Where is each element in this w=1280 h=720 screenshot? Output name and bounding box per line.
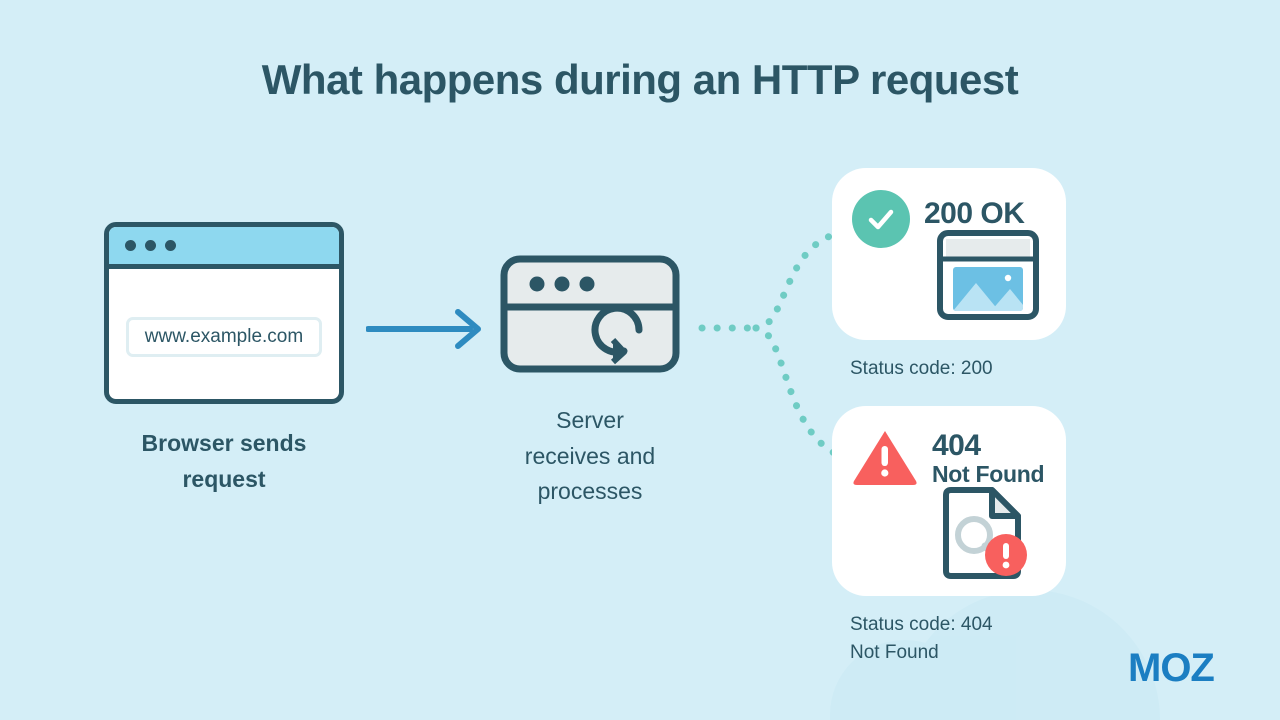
warning-triangle-icon [852,428,918,491]
response-card-not-found[interactable]: 404 Not Found [832,405,1066,596]
response-column: 200 OK St [832,168,1066,668]
document-search-error-icon [936,485,1032,586]
notfound-card-header: 404 Not Found [832,406,1066,491]
browser-step: www.example.com Browser sends request [104,222,344,497]
notfound-code-label: 404 [932,428,981,462]
server-step-caption: Server receives and processes [524,407,656,505]
server-step: Server receives and processes [500,255,680,510]
request-arrow [365,306,486,352]
notfound-code-block: 404 Not Found [932,428,1045,488]
browser-viewport: www.example.com [109,269,339,399]
response-card-success[interactable]: 200 OK [832,168,1066,340]
window-dot-1 [125,240,136,251]
browser-window-graphic: www.example.com [104,222,344,404]
page-title: What happens during an HTTP request [261,56,1019,103]
dotted-branch-connector [696,200,856,490]
window-dot-2 [145,240,156,251]
window-dot-3 [165,240,176,251]
svg-text:MOZ: MOZ [1128,649,1214,689]
success-code-label: 200 OK [924,197,1025,230]
url-input[interactable]: www.example.com [126,316,322,357]
browser-step-caption: Browser sends request [141,430,307,492]
check-circle-icon [852,190,910,248]
card-spacer [832,384,1066,406]
moz-logo: MOZ [1128,646,1246,694]
browser-titlebar [109,227,339,269]
image-placeholder-icon [936,229,1040,326]
notfound-sub-label: Not Found [932,461,1045,487]
server-icon [500,255,680,373]
success-status-caption: Status code: 200 [850,358,993,379]
notfound-status-caption: Status code: 404 Not Found [850,613,993,664]
success-card-header: 200 OK [832,168,1066,248]
